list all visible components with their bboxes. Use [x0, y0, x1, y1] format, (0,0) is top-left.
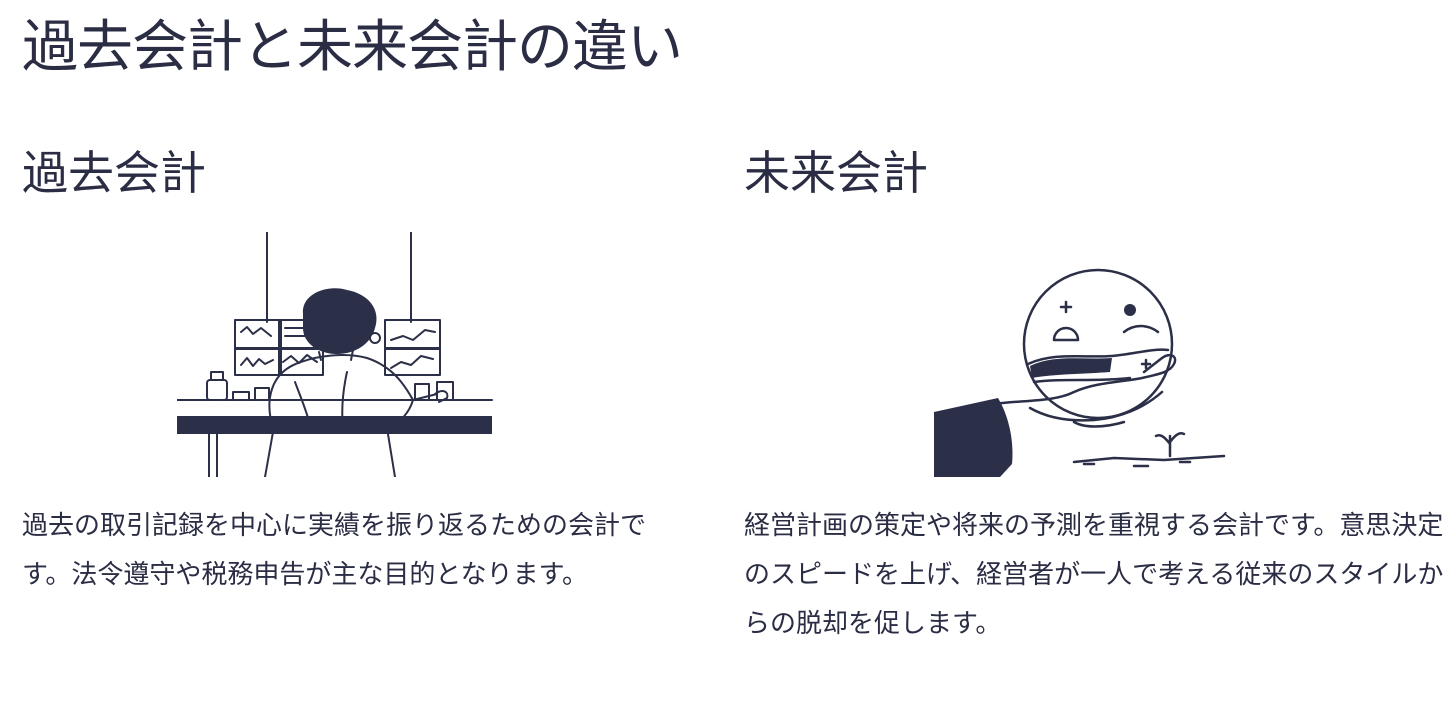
past-accounting-section: 過去会計 — [22, 140, 712, 590]
past-accounting-title: 過去会計 — [22, 146, 206, 200]
page-title: 過去会計と未来会計の違い — [22, 15, 683, 80]
past-accounting-description: 過去の取引記録を中心に実績を振り返るための会計です。法令遵守や税務申告が主な目的… — [22, 511, 647, 590]
future-accounting-description: 経営計画の策定や将来の予測を重視する会計です。意思決定のスピードを上げ、経営者が… — [744, 511, 1444, 639]
hand-holding-globe-illustration — [934, 232, 1234, 477]
future-accounting-section: 未来会計 — [744, 140, 1444, 639]
person-at-monitors-illustration — [177, 232, 497, 477]
future-accounting-title: 未来会計 — [744, 146, 928, 200]
